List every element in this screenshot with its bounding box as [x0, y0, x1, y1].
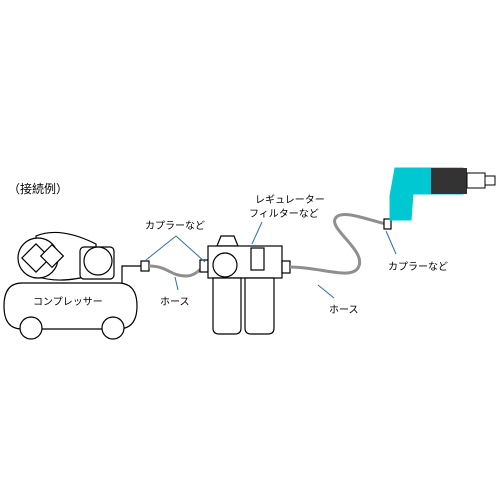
air-tool	[389, 167, 496, 221]
leader-regulator	[251, 221, 263, 245]
hose-right	[289, 213, 387, 275]
leader-coupler-left-a	[145, 235, 177, 261]
coupler-right	[383, 218, 392, 230]
filter-bowl-right	[244, 277, 275, 335]
tool-tip	[484, 175, 496, 186]
filter-bowl-left	[212, 277, 242, 335]
coupler-left	[140, 260, 150, 272]
regulator-top-cap	[216, 235, 239, 247]
regulator-gauge	[212, 252, 238, 278]
label-regulator-line2: フィルターなど	[249, 208, 319, 220]
label-hose-right: ホース	[329, 304, 359, 316]
compressor-motor-end	[83, 246, 113, 276]
label-coupler-left: カプラーなど	[145, 220, 205, 232]
compressor-head-inner	[39, 243, 65, 269]
compressor	[3, 231, 141, 340]
hose-left	[148, 264, 207, 278]
label-hose-left: ホース	[160, 296, 190, 308]
diagram-caption: （接続例）	[8, 181, 68, 196]
label-coupler-right: カプラーなど	[388, 261, 448, 273]
label-compressor: コンプレッサー	[33, 296, 103, 308]
regulator-inlet-port	[199, 259, 209, 273]
compressor-head	[21, 243, 51, 273]
compressor-wheel-right	[101, 316, 125, 340]
regulator-side-block	[250, 247, 265, 271]
leader-coupler-right	[385, 230, 397, 255]
leader-hose-left	[174, 276, 179, 291]
regulator-outlet-port	[281, 260, 291, 274]
filter-regulator-unit	[199, 235, 291, 335]
tool-motor-housing	[431, 168, 467, 194]
leader-hose-right	[317, 284, 335, 299]
label-regulator-line1: レギュレーター	[255, 194, 325, 206]
compressor-wheel-left	[19, 316, 43, 340]
tool-nose	[466, 172, 486, 189]
leader-coupler-left-b	[175, 235, 206, 263]
compressor-outlet-pipe	[121, 265, 141, 283]
